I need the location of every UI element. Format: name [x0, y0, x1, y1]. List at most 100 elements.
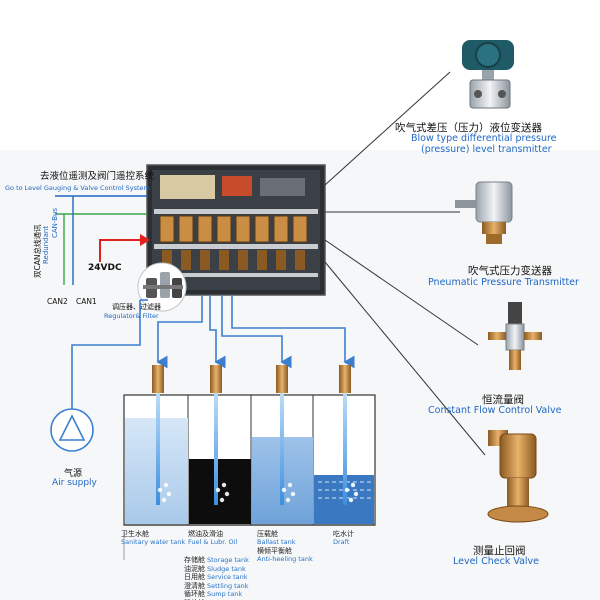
transmitter-module — [178, 215, 194, 243]
cabinet-modules — [159, 215, 308, 270]
fuel-oil-fill — [189, 459, 251, 524]
tank-3-extra-en: Anti-heeling tank — [257, 555, 313, 563]
air-bubble — [344, 487, 350, 493]
tank-4-label-en: Draft — [333, 538, 350, 546]
fuel-subtank-en: Sludge tank — [207, 564, 246, 573]
tank-4-label-cn: 吃水计 — [333, 530, 354, 538]
level-probes — [152, 365, 359, 505]
product-1-label-en1: Blow type differential pressure — [411, 133, 557, 144]
regulator-label-en: Regulator& Filter — [104, 312, 159, 320]
tank-3-extra-cn: 横倾平衡舱 — [257, 547, 292, 555]
product-4-label-cn: 测量止回阀 — [473, 545, 526, 557]
regulator-filter-icon — [137, 262, 187, 312]
product-3-label-en: Constant Flow Control Valve — [428, 405, 562, 416]
check-valve-head — [210, 365, 222, 393]
dp-transmitter-image — [462, 40, 514, 109]
air-bubble — [287, 482, 293, 488]
flow-valve-module — [162, 250, 172, 270]
tank-3-label-cn: 压载舱 — [257, 530, 278, 538]
air-bubble — [281, 487, 287, 493]
tank-2-label-en: Fuel & Lubr. Oil — [188, 538, 238, 546]
tank-1-label-cn: 卫生水舱 — [121, 530, 149, 538]
air-bubble — [348, 497, 354, 503]
fuel-subtank-en: Service tank — [207, 573, 248, 581]
flow-valve-module — [295, 250, 305, 270]
level-check-valve-image — [487, 430, 549, 523]
tank-1-label-en: Sanitary water tank — [121, 538, 186, 546]
connector-lines — [324, 71, 486, 456]
transmitter-module — [197, 215, 213, 243]
air-bubble — [163, 482, 169, 488]
fuel-subtank-cn: 油泥舱 — [184, 564, 205, 573]
fuel-subtank-en: Sump tank — [207, 590, 243, 598]
air-bubble — [285, 497, 291, 503]
air-supply-label-en: Air supply — [52, 478, 97, 488]
dip-tube — [280, 393, 284, 505]
fuel-subtank-en: Settling tank — [207, 581, 249, 590]
transmitter-module — [292, 215, 308, 243]
flow-valve-module — [276, 250, 286, 270]
fuel-subtank-row: 泄放舱Drain tank — [184, 590, 241, 600]
product-1-label-en2: (pressure) level transmitter — [421, 144, 552, 155]
flow-valve-module — [238, 250, 248, 270]
pressure-transmitter-image — [455, 181, 513, 244]
product-4-label-en: Level Check Valve — [453, 556, 540, 567]
fuel-subtank-cn: 泄放舱 — [184, 599, 205, 600]
transmitter-module — [235, 215, 251, 243]
tank-2-label-cn: 燃油及滑油 — [188, 530, 223, 538]
can1-label: CAN1 — [76, 297, 97, 306]
air-bubble — [219, 497, 225, 503]
air-bubble — [157, 487, 163, 493]
air-bubble — [224, 491, 230, 497]
flow-valve-module — [200, 250, 210, 270]
signal-pipes — [156, 295, 355, 369]
fuel-subtank-cn: 澄清舱 — [184, 581, 205, 590]
product-3-label-cn: 恒流量阀 — [482, 394, 524, 406]
air-supply-icon — [50, 408, 94, 452]
check-valve-head — [152, 365, 164, 393]
tank-3-label-en: Ballast tank — [257, 538, 296, 546]
bus-label-en1: Redundant — [42, 225, 50, 264]
bus-label-en2: CAN-Bus — [51, 207, 59, 238]
air-bubble — [215, 487, 221, 493]
air-bubble — [221, 482, 227, 488]
dip-tube — [156, 393, 160, 505]
check-valve-head — [339, 365, 351, 393]
can-bus-lines — [55, 195, 147, 285]
system-title-cn: 去液位遥测及阀门遥控系统 — [40, 171, 155, 182]
dip-tube — [343, 393, 347, 505]
power-label: 24VDC — [88, 263, 122, 273]
flow-valve-module — [181, 250, 191, 270]
air-bubble — [166, 491, 172, 497]
fuel-subtank-cn: 日用舱 — [184, 573, 205, 581]
fuel-subtank-cn: 循环舱 — [184, 590, 205, 598]
fuel-subtank-en: Storage tank — [207, 556, 249, 564]
transmitter-module — [254, 215, 270, 243]
air-bubble — [350, 482, 356, 488]
flow-valve-module — [257, 250, 267, 270]
flow-valve-module — [219, 250, 229, 270]
air-supply-label-cn: 气源 — [64, 469, 83, 479]
product-2-label-en: Pneumatic Pressure Transmitter — [428, 277, 579, 288]
constant-flow-valve-image — [488, 302, 542, 370]
system-title-en: Go to Level Gauging & Valve Control Syst… — [5, 184, 150, 192]
check-valve-head — [276, 365, 288, 393]
fuel-subtank-cn: 存储舱 — [184, 556, 205, 564]
transmitter-module — [159, 215, 175, 243]
power-arrow — [99, 234, 150, 262]
transmitter-module — [216, 215, 232, 243]
product-2-label-cn: 吹气式压力变送器 — [468, 265, 552, 277]
dip-tube — [214, 393, 218, 505]
air-bubble — [353, 491, 359, 497]
can2-label: CAN2 — [47, 297, 68, 306]
fuel-subtank-en: Drain tank — [207, 599, 241, 600]
air-supply-pipe — [71, 299, 148, 410]
product-1-label-cn: 吹气式差压（压力）液位变送器 — [395, 122, 542, 134]
